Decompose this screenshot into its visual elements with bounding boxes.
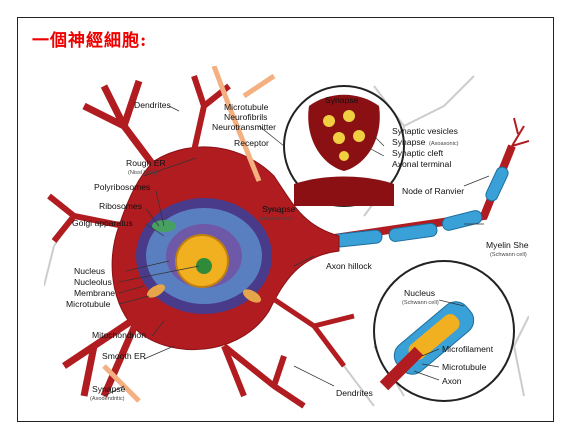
neuron-diagram: Dendrites Microtubule Neurofibrils Neuro… <box>44 66 529 409</box>
label-nucleus-schwann-sub: (Schwann cell) <box>402 300 439 306</box>
label-dendrites-bottom: Dendrites <box>336 388 373 398</box>
label-receptor: Receptor <box>234 138 269 148</box>
label-synapse-axodendritic: Synapse <box>92 384 126 394</box>
label-microtubule-top: Microtubule <box>224 102 269 112</box>
slide: 一個神經細胞: <box>17 17 554 422</box>
label-rough-er-sub: (Nissl body) <box>128 170 158 176</box>
label-rough-er: Rough ER <box>126 158 166 168</box>
slide-title: 一個神經細胞: <box>32 26 147 51</box>
label-nucleus-schwann: Nucleus <box>404 288 435 298</box>
label-nucleus: Nucleus <box>74 266 105 276</box>
label-synaptic-vesicles: Synaptic vesicles <box>392 126 458 136</box>
label-mitochondrion: Mitochondrion <box>92 330 146 340</box>
label-neurotransmitter: Neurotransmitter <box>212 122 276 132</box>
label-synapse-axodendritic-sub: (Axodendritic) <box>90 396 125 402</box>
label-axon: Axon <box>442 376 462 386</box>
label-synapse-axoaxonic-sub: (Axoaxonic) <box>429 141 459 147</box>
cell-interior <box>136 198 272 314</box>
label-synapse-axosomatic-sub: (Axosomatic) <box>260 216 293 222</box>
label-membrane: Membrane <box>74 288 115 298</box>
label-microtubule-inset: Microtubule <box>442 362 487 372</box>
label-polyribosomes: Polyribosomes <box>94 182 150 192</box>
label-smooth-er: Smooth ER <box>102 351 146 361</box>
label-ribosomes: Ribosomes <box>99 201 142 211</box>
label-microfilament: Microfilament <box>442 344 494 354</box>
label-synaptic-cleft: Synaptic cleft <box>392 148 444 158</box>
label-golgi: Golgi apparatus <box>72 218 133 228</box>
label-neurofibrils: Neurofibrils <box>224 112 267 122</box>
label-synapse-axoaxonic: Synapse <box>392 137 426 147</box>
label-dendrites-top: Dendrites <box>134 100 171 110</box>
label-myelin-sheath-sub: (Schwann cell) <box>490 252 527 258</box>
label-node-ranvier: Node of Ranvier <box>402 186 464 196</box>
label-microtubule-left: Microtubule <box>66 299 111 309</box>
label-axonal-terminal: Axonal terminal <box>392 159 451 169</box>
label-synapse-inset: Synapse <box>325 95 359 105</box>
label-synapse-axosomatic: Synapse <box>262 204 296 214</box>
label-axon-hillock: Axon hillock <box>326 261 373 271</box>
label-nucleolus: Nucleolus <box>74 277 112 287</box>
label-myelin-sheath: Myelin Sheath <box>486 240 529 250</box>
